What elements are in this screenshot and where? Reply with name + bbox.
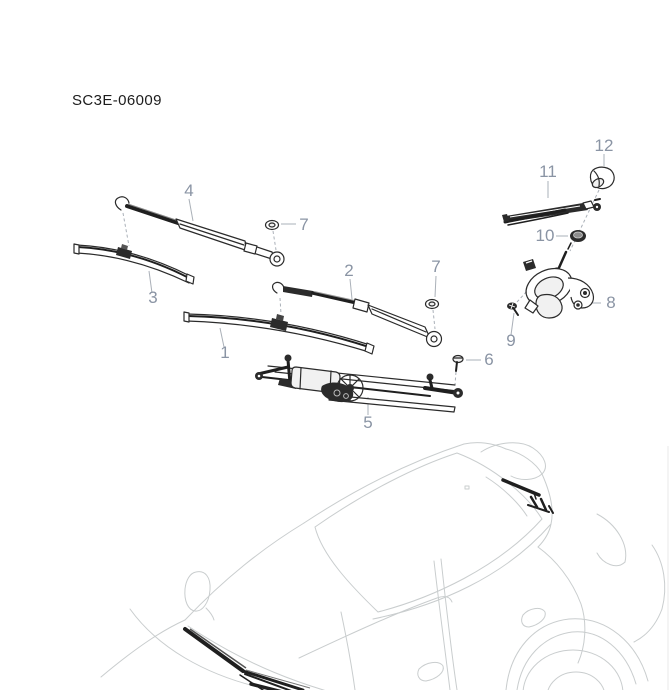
rear-wiper-arm-11: [502, 198, 601, 226]
sunroof: [314, 452, 543, 613]
callout-label-12: 12: [595, 136, 614, 155]
rear-wheel-arch: [505, 618, 649, 690]
rear-pivot-grommet-10: [570, 230, 586, 242]
callout-label-6: 6: [484, 350, 493, 369]
callout-label-3: 3: [148, 288, 157, 307]
callout-label-10: 10: [536, 226, 555, 245]
front-wiper-arm-4: [114, 196, 285, 267]
callout-label-2: 2: [344, 261, 353, 280]
callout-label-1: 1: [220, 343, 229, 362]
rear-door-handle: [521, 607, 546, 628]
front-wiper-blade-3: [73, 243, 195, 285]
callouts: 4 7 3 2 7 1 6 5 12 11 10 8 9: [148, 136, 615, 432]
callout-label-8: 8: [606, 293, 615, 312]
front-door-handle: [417, 661, 444, 682]
front-wiper-blade-1: [183, 311, 375, 355]
callout-label-11: 11: [539, 162, 557, 181]
figure-code: SC3E-06009: [72, 92, 162, 109]
rear-wiper-motor-8: [523, 242, 595, 319]
callout-label-7b: 7: [431, 257, 440, 276]
bolt-6: [452, 354, 464, 372]
callout-label-7a: 7: [299, 215, 308, 234]
callout-label-4: 4: [184, 181, 193, 200]
front-wiper-arm-2: [271, 281, 443, 348]
screw-9: [507, 302, 519, 316]
pivot-cap-7b: [424, 298, 440, 310]
rear-wiper-on-car: [501, 478, 541, 497]
callout-label-5: 5: [363, 413, 372, 432]
pivot-cap-7a: [264, 219, 280, 231]
callout-label-9: 9: [506, 331, 515, 350]
vehicle-wipers: [183, 478, 554, 690]
rear-pivot-cap-12: [589, 166, 615, 190]
rear-wheel: [522, 649, 624, 690]
wiper-linkage-motor-5: [255, 354, 463, 413]
rear-spoiler: [480, 442, 546, 480]
vehicle-outline: [100, 442, 669, 690]
mirror: [184, 571, 211, 612]
